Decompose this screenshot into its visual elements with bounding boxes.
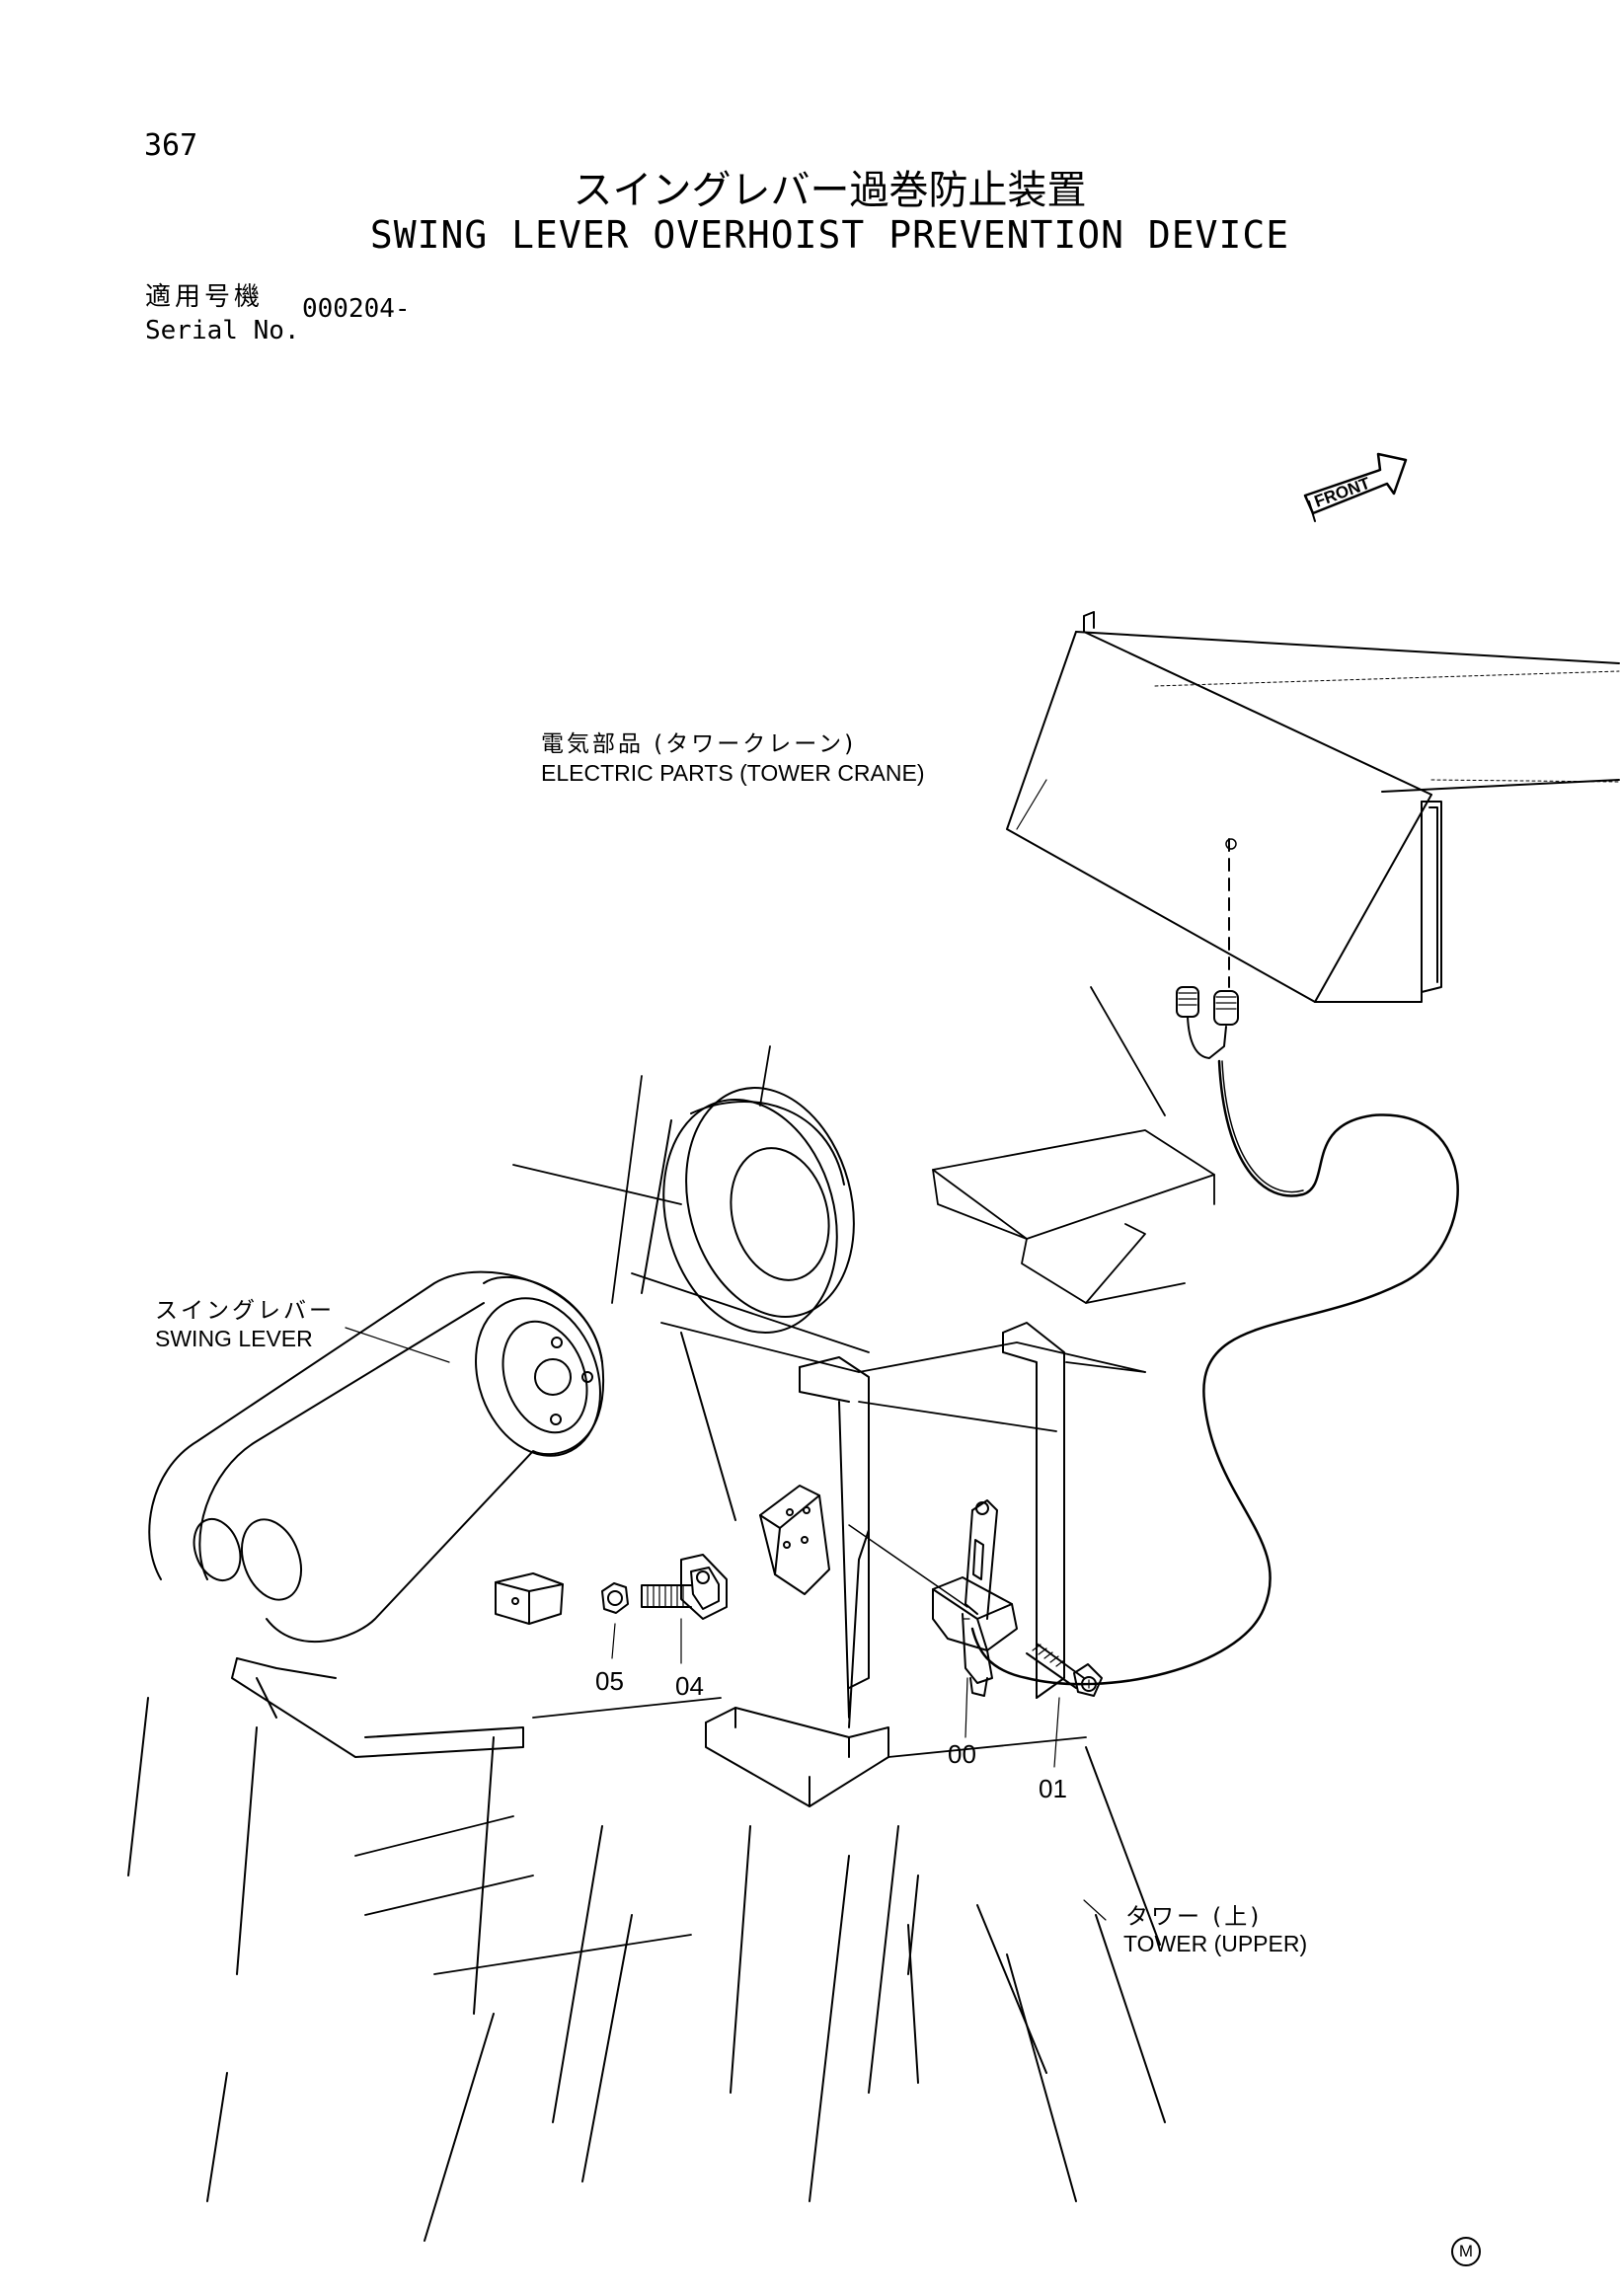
part-number-04: 04 [675, 1671, 704, 1701]
part-number-00: 00 [948, 1739, 976, 1769]
tower-upper [552, 1322, 1166, 2202]
title-english: SWING LEVER OVERHOIST PREVENTION DEVICE [369, 213, 1290, 257]
page-number: 367 [144, 128, 198, 163]
serial-label-english: Serial No. [145, 316, 300, 345]
callout-leaders [345, 779, 1107, 1921]
part-01-bolt-icon [1026, 1643, 1103, 1768]
corner-mark: M [1451, 2237, 1481, 2266]
part-05-nut-icon [601, 1582, 629, 1659]
part-number-01: 01 [1039, 1774, 1067, 1803]
swing-lever-label-jp: スイングレバー [155, 1298, 335, 1324]
electric-parts-box [1006, 611, 1620, 1003]
swing-lever-label-en: SWING LEVER [155, 1326, 313, 1351]
tower-upper-label-jp: タワー (上) [1125, 1904, 1263, 1930]
nut-block [495, 1572, 564, 1625]
front-direction-arrow-icon: FRONT [1303, 452, 1408, 522]
guide-plate [759, 1485, 968, 1608]
electric-parts-label-jp: 電気部品 (タワークレーン) [541, 731, 857, 757]
tower-frame [354, 986, 1215, 1975]
part-00-limit-switch-icon [932, 1499, 1018, 1738]
swing-lever [127, 1270, 605, 2242]
part-04-stud-bolt-icon [641, 1554, 728, 1664]
serial-label-japanese: 適用号機 [145, 282, 265, 312]
sensor-cable [970, 986, 1459, 1686]
upper-sheave [641, 1087, 855, 1521]
front-arrow-label: FRONT [1312, 474, 1373, 511]
serial-number-value: 000204- [302, 294, 411, 324]
tower-upper-label-en: TOWER (UPPER) [1123, 1931, 1308, 1956]
part-number-05: 05 [595, 1666, 624, 1696]
title-japanese: スイングレバー過巻防止装置 [573, 168, 1087, 213]
electric-parts-label-en: ELECTRIC PARTS (TOWER CRANE) [541, 760, 925, 786]
